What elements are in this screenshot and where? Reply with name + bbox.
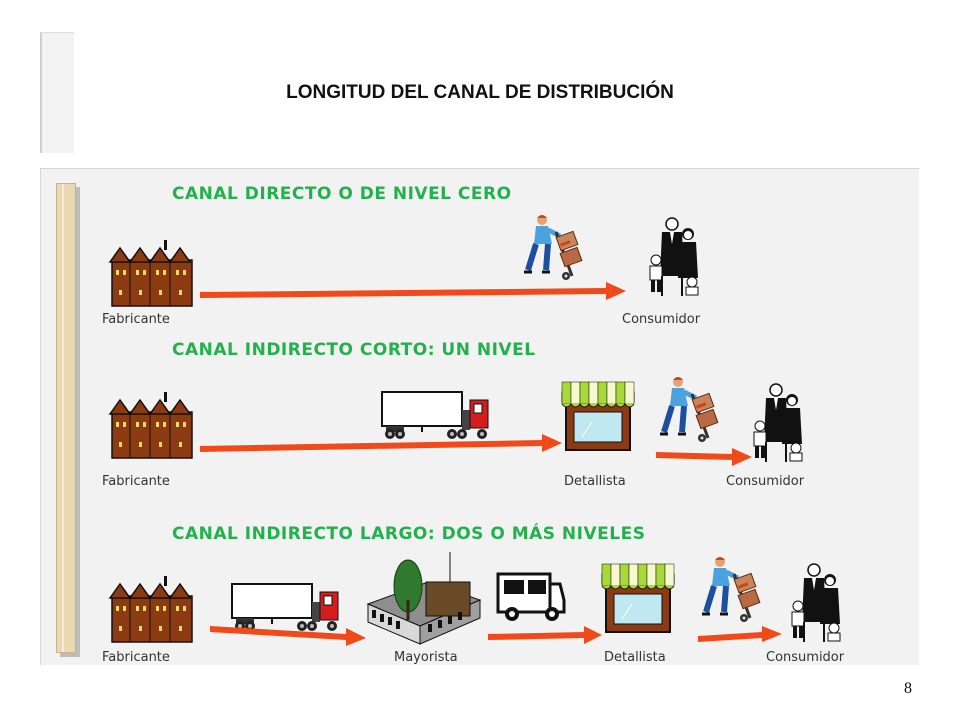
channel-long-heading: CANAL INDIRECTO LARGO: DOS O MÁS NIVELES — [172, 524, 646, 544]
channel-direct-heading: CANAL DIRECTO O DE NIVEL CERO — [172, 184, 512, 204]
page-title: LONGITUD DEL CANAL DE DISTRIBUCIÓN — [286, 82, 674, 103]
warehouse-icon — [366, 550, 482, 646]
semi-truck-icon — [381, 391, 489, 440]
hand-truck-worker-icon — [698, 556, 762, 628]
page-number: 8 — [904, 680, 912, 697]
label-consumidor: Consumidor — [726, 474, 805, 489]
label-fabricante: Fabricante — [102, 474, 170, 489]
label-consumidor: Consumidor — [622, 312, 701, 327]
family-icon — [753, 383, 803, 463]
label-detallista: Detallista — [604, 650, 666, 665]
hand-truck-worker-icon — [656, 376, 720, 448]
title-bracket — [40, 32, 74, 153]
semi-truck-icon — [231, 583, 339, 632]
family-icon — [649, 217, 699, 297]
scroll-decoration — [56, 183, 76, 653]
label-fabricante: Fabricante — [102, 312, 170, 327]
label-detallista: Detallista — [564, 474, 626, 489]
store-icon — [561, 381, 635, 451]
channel-short-heading: CANAL INDIRECTO CORTO: UN NIVEL — [172, 340, 536, 360]
factory-icon — [109, 239, 193, 307]
factory-icon — [109, 575, 193, 643]
hand-truck-worker-icon — [520, 214, 584, 286]
factory-icon — [109, 391, 193, 459]
label-fabricante: Fabricante — [102, 650, 170, 665]
delivery-van-icon — [496, 572, 566, 623]
family-icon — [791, 563, 841, 643]
store-icon — [601, 563, 675, 633]
label-consumidor: Consumidor — [766, 650, 845, 665]
label-mayorista: Mayorista — [394, 650, 458, 665]
